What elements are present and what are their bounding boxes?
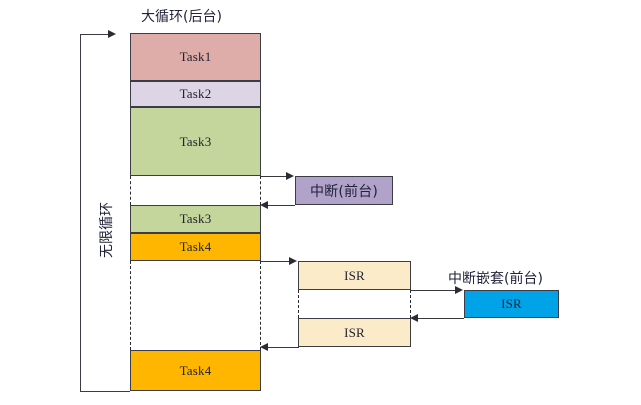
interrupt-enter-line	[261, 176, 292, 177]
nested-interrupt-title: 中断嵌套(前台)	[448, 271, 543, 287]
loop-top-segment	[80, 34, 114, 35]
nested-enter-line	[411, 290, 461, 291]
loop-left-spine	[80, 34, 81, 392]
task-box-task2[interactable]: Task2	[130, 81, 261, 107]
task-box-task4-resumed[interactable]: Task4	[130, 350, 261, 391]
interrupt-enter-arrowhead-icon	[286, 172, 294, 180]
suspend-dash-right-2	[260, 261, 261, 350]
nested-return-line	[413, 318, 464, 319]
isr-enter-arrowhead-icon	[289, 257, 297, 265]
nested-enter-arrowhead-icon	[455, 286, 463, 294]
task-box-task4-first[interactable]: Task4	[130, 233, 261, 261]
task-box-task1[interactable]: Task1	[130, 33, 261, 81]
suspend-dash-left-2	[130, 261, 131, 350]
loop-arrowhead-icon	[108, 30, 116, 38]
suspend-dash-left-1	[130, 176, 131, 205]
isr-box-lower[interactable]: ISR	[298, 318, 411, 347]
background-loop-title: 大循环(后台)	[141, 9, 222, 25]
task-box-task3-resumed[interactable]: Task3	[130, 205, 261, 233]
isr-suspend-dash-left	[298, 290, 299, 318]
infinite-loop-label: 无限循环	[99, 202, 115, 258]
isr-return-line	[262, 347, 299, 348]
task-box-task3-first[interactable]: Task3	[130, 107, 261, 176]
nested-isr-box[interactable]: ISR	[464, 290, 559, 318]
loop-bottom-segment	[80, 391, 130, 392]
isr-box-upper[interactable]: ISR	[298, 261, 411, 290]
suspend-dash-right-1	[260, 176, 261, 205]
isr-suspend-dash-right	[410, 290, 411, 318]
isr-enter-line	[261, 261, 295, 262]
interrupt-return-arrowhead-icon	[260, 201, 268, 209]
nested-return-arrowhead-icon	[410, 314, 418, 322]
isr-return-arrowhead-icon	[260, 343, 268, 351]
interrupt-return-line	[262, 205, 295, 206]
interrupt-box[interactable]: 中断(前台)	[295, 176, 393, 205]
